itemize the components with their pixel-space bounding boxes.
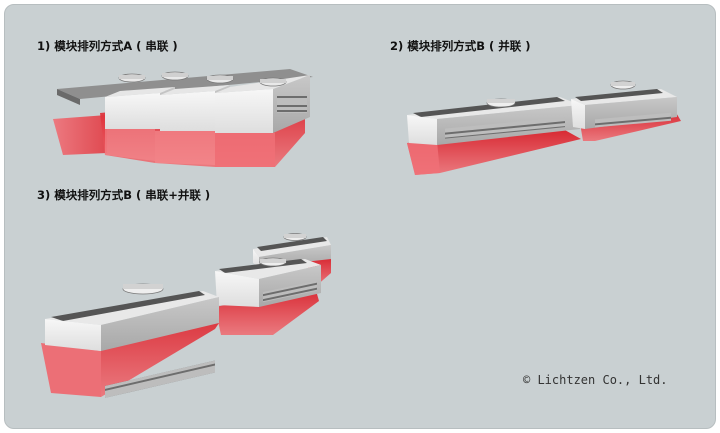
label-layout-a: 1) 模块排列方式A ( 串联 ) bbox=[37, 39, 178, 53]
airflow-a-front bbox=[215, 133, 275, 167]
layout-c-series-parallel bbox=[41, 233, 331, 398]
airflow-a-left bbox=[53, 115, 107, 155]
diagram-panel: 1) 模块排列方式A ( 串联 ) 2) 模块排列方式B ( 并联 ) 3) 模… bbox=[4, 4, 716, 429]
roof-a-edge bbox=[57, 89, 80, 105]
label-layout-c: 3) 模块排列方式B ( 串联+并联 ) bbox=[37, 188, 211, 202]
airflow-c-front bbox=[41, 343, 101, 397]
layout-a-series bbox=[53, 69, 313, 167]
module-c-2 bbox=[215, 257, 321, 307]
fans-a bbox=[118, 71, 287, 87]
airflow-a-front-3 bbox=[105, 127, 155, 161]
module-b-1 bbox=[407, 97, 580, 145]
module-b-2 bbox=[571, 80, 677, 129]
airflow-a-front-2 bbox=[155, 131, 215, 165]
copyright-text: © Lichtzen Co., Ltd. bbox=[523, 373, 668, 387]
module-c-1 bbox=[45, 283, 219, 398]
module-arrangement-illustration bbox=[41, 69, 681, 398]
layout-b-parallel bbox=[407, 80, 681, 175]
label-layout-b: 2) 模块排列方式B ( 并联 ) bbox=[390, 39, 531, 53]
